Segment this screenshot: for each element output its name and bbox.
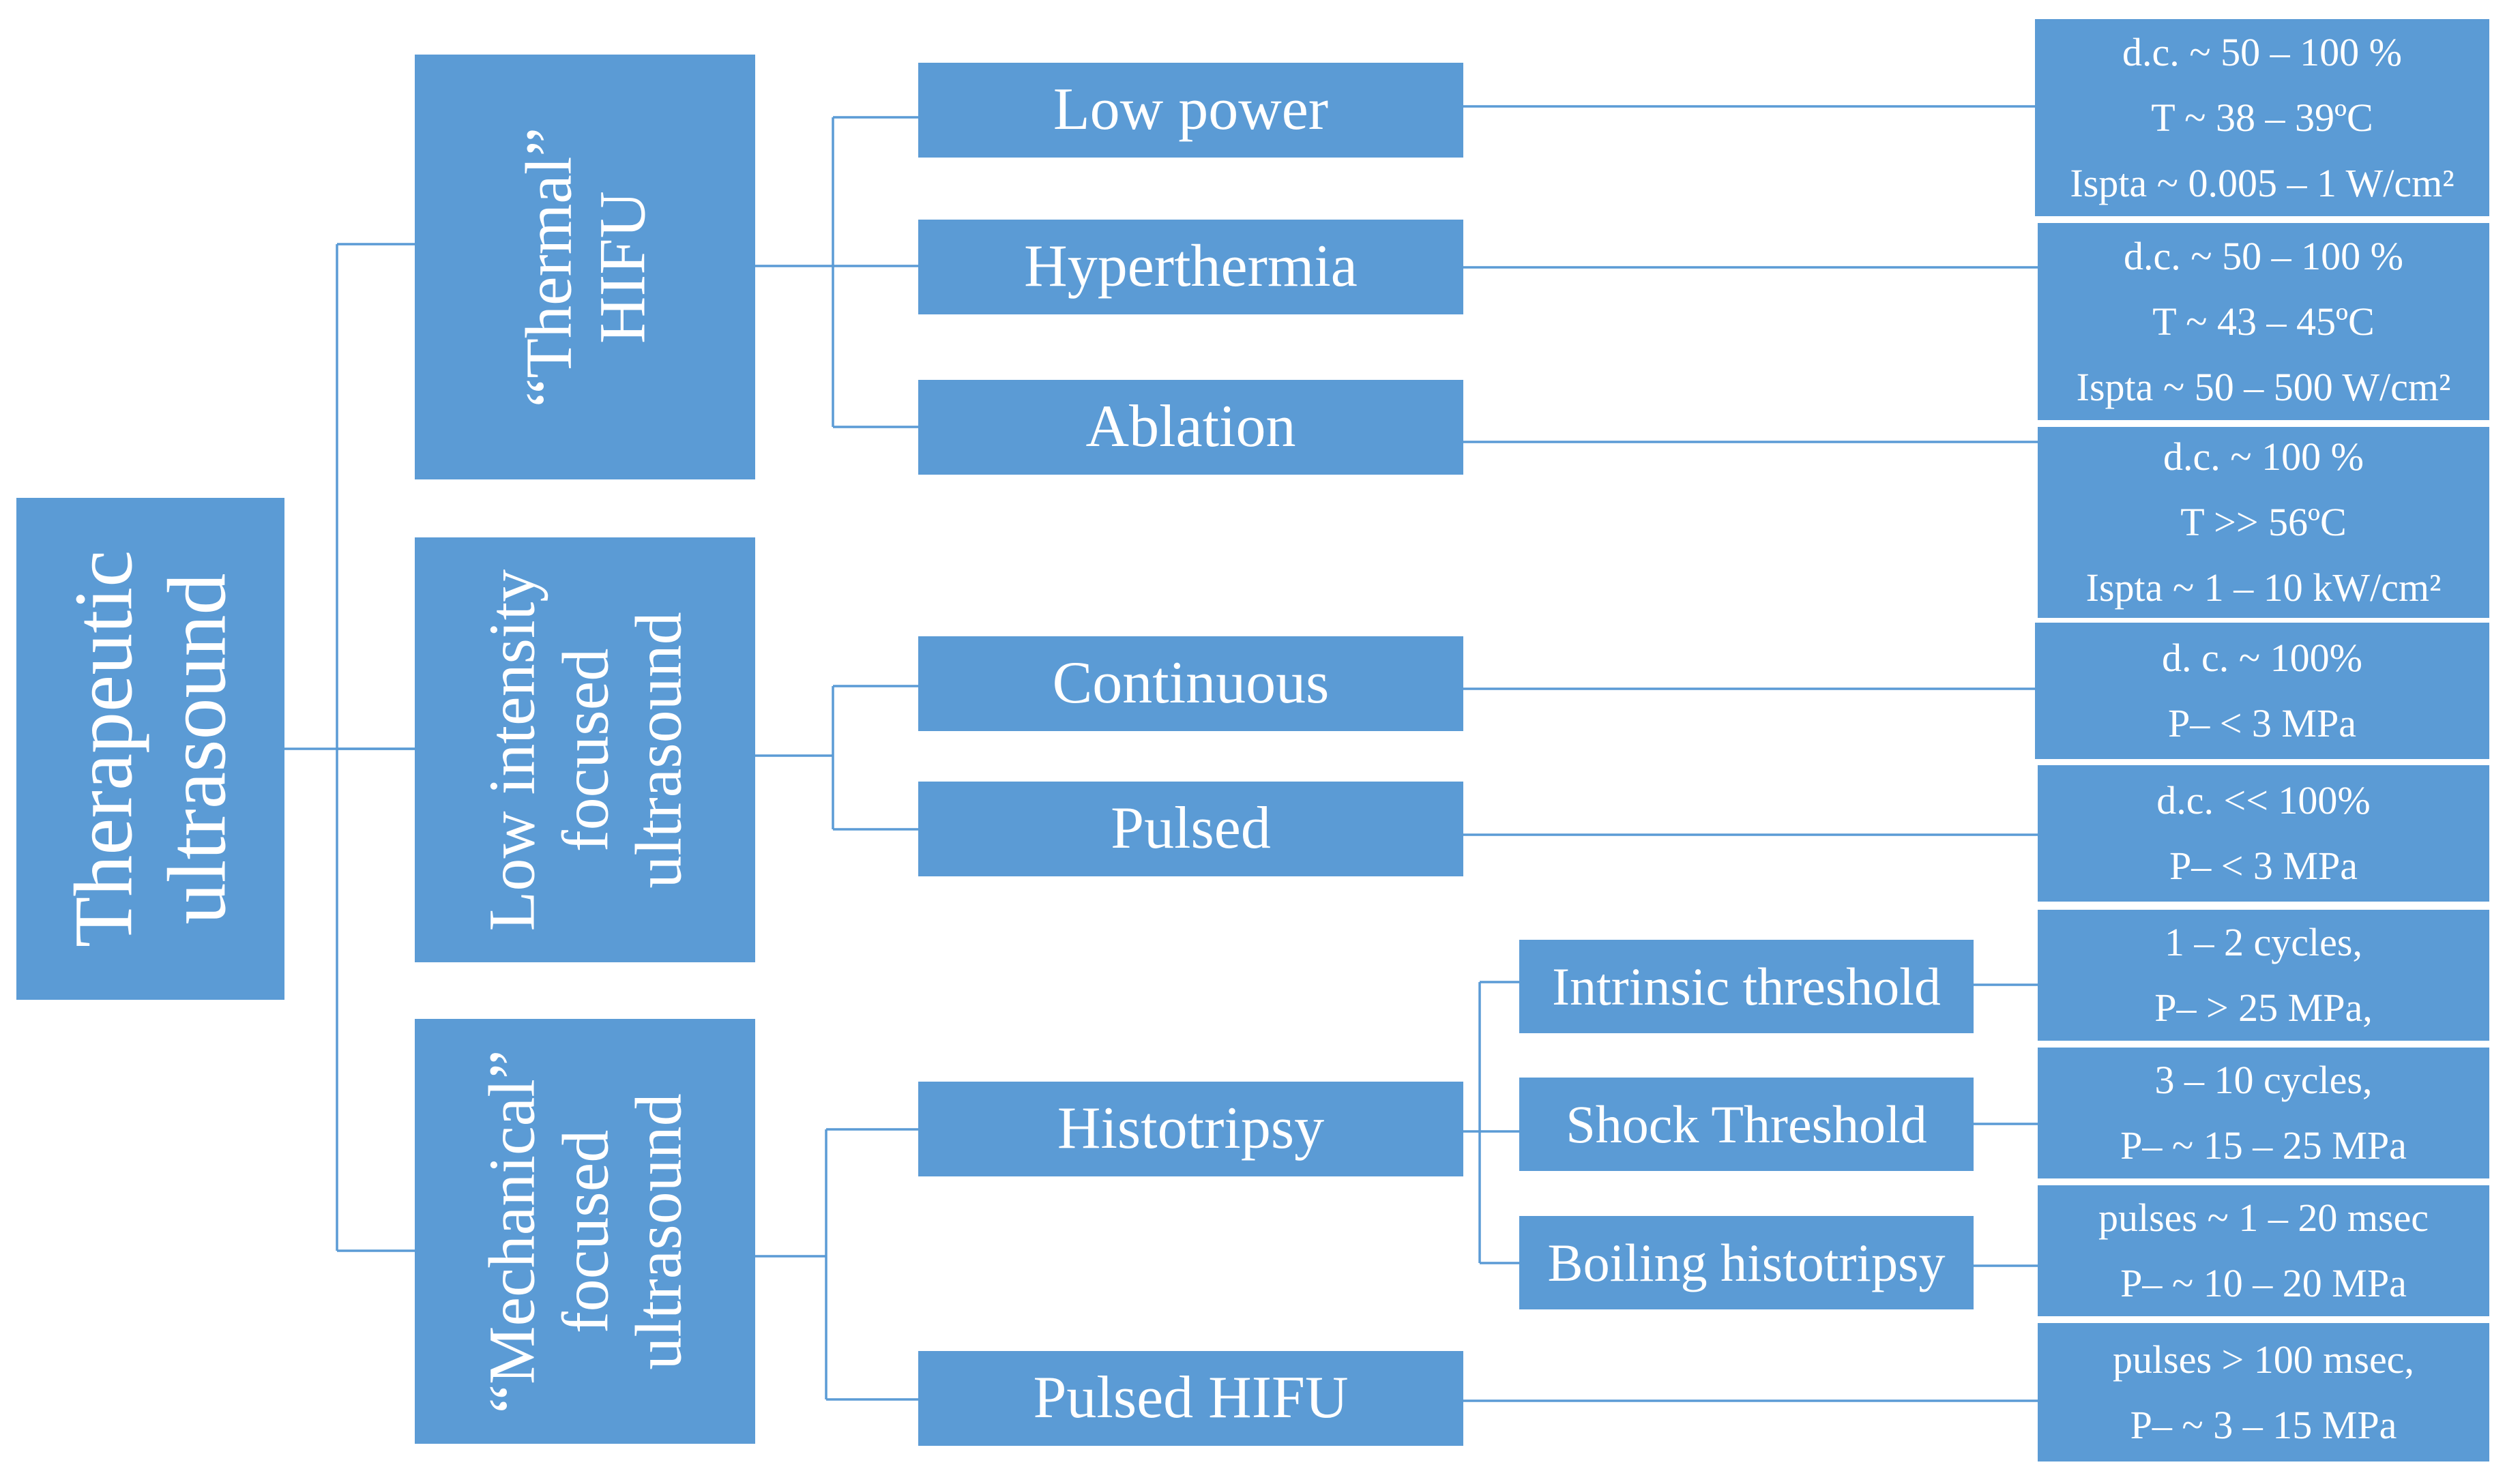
method-pulsed: Pulsed <box>918 782 1463 876</box>
category-low-intensity-label: Low intensity focused ultrasound <box>475 569 695 931</box>
params-pulsed-hifu: pulses > 100 msec, P– ~ 3 – 15 MPa <box>2038 1323 2489 1461</box>
method-low-power: Low power <box>918 63 1463 158</box>
submethod-intrinsic-threshold: Intrinsic threshold <box>1519 940 1974 1033</box>
submethod-boiling-histotripsy: Boiling histotripsy <box>1519 1216 1974 1309</box>
category-mechanical-label: “Mechanical” focused ultrasound <box>475 1050 695 1413</box>
params-intrinsic-threshold: 1 – 2 cycles, P– > 25 MPa, <box>2038 910 2489 1041</box>
category-thermal-label: “Thermal” HIFU <box>511 127 658 407</box>
params-shock-threshold: 3 – 10 cycles, P– ~ 15 – 25 MPa <box>2038 1048 2489 1178</box>
method-histotripsy: Histotripsy <box>918 1082 1463 1176</box>
root-label: Therapeutic ultrasound <box>57 550 243 948</box>
params-ablation: d.c. ~ 100 % T >> 56ºC Ispta ~ 1 – 10 kW… <box>2038 427 2489 618</box>
params-low-power: d.c. ~ 50 – 100 % T ~ 38 – 39ºC Ispta ~ … <box>2035 19 2489 216</box>
params-pulsed: d.c. << 100% P– < 3 MPa <box>2038 765 2489 902</box>
root-node: Therapeutic ultrasound <box>16 498 284 1000</box>
method-hyperthermia: Hyperthermia <box>918 220 1463 314</box>
method-continuous: Continuous <box>918 636 1463 731</box>
category-mechanical: “Mechanical” focused ultrasound <box>415 1019 755 1444</box>
params-continuous: d. c. ~ 100% P– < 3 MPa <box>2035 623 2489 759</box>
method-pulsed-hifu: Pulsed HIFU <box>918 1351 1463 1446</box>
submethod-shock-threshold: Shock Threshold <box>1519 1078 1974 1171</box>
params-hyperthermia: d.c. ~ 50 – 100 % T ~ 43 – 45ºC Ispta ~ … <box>2038 223 2489 420</box>
category-low-intensity: Low intensity focused ultrasound <box>415 537 755 962</box>
category-thermal-hifu: “Thermal” HIFU <box>415 55 755 479</box>
params-boiling-histotripsy: pulses ~ 1 – 20 msec P– ~ 10 – 20 MPa <box>2038 1185 2489 1316</box>
method-ablation: Ablation <box>918 380 1463 475</box>
